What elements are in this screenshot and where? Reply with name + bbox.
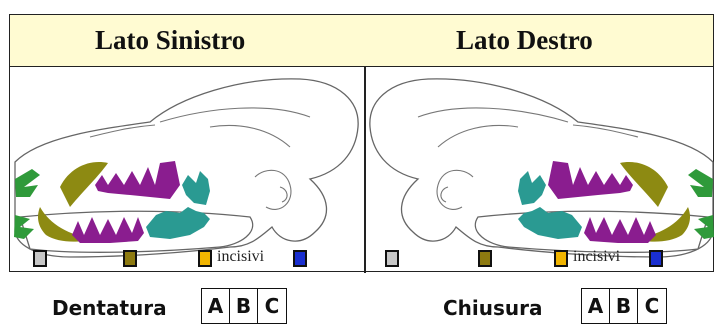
chiusura-group: Chiusura A B C (443, 288, 703, 324)
legend-box-yellow[interactable] (198, 250, 212, 267)
legend-box-gray[interactable] (33, 250, 47, 267)
legend-incisivi-label: incisivi (217, 248, 264, 266)
dentition-panel: Lato Sinistro Lato Destro (9, 14, 714, 272)
legend-box-blue[interactable] (293, 250, 307, 267)
legend-box-gray[interactable] (385, 250, 399, 267)
legend-incisivi-label: incisivi (573, 248, 620, 266)
legend-box-olive[interactable] (478, 250, 492, 267)
title-left-side: Lato Sinistro (95, 25, 245, 56)
dentatura-option-c[interactable]: C (258, 289, 286, 323)
chiusura-options: A B C (581, 288, 667, 324)
chiusura-option-c[interactable]: C (638, 289, 666, 323)
chiusura-option-a[interactable]: A (582, 289, 610, 323)
dentatura-option-b[interactable]: B (230, 289, 258, 323)
legend-box-olive[interactable] (123, 250, 137, 267)
legend-right: incisivi (366, 250, 715, 268)
dentatura-option-a[interactable]: A (202, 289, 230, 323)
chiusura-label: Chiusura (443, 296, 543, 320)
legend-box-yellow[interactable] (554, 250, 568, 267)
legend-left: incisivi (10, 250, 364, 268)
legend-box-blue[interactable] (649, 250, 663, 267)
panel-header: Lato Sinistro Lato Destro (10, 15, 713, 67)
chiusura-option-b[interactable]: B (610, 289, 638, 323)
dentatura-group: Dentatura A B C (52, 288, 312, 324)
skull-left-diagram (10, 67, 362, 273)
dentatura-label: Dentatura (52, 296, 167, 320)
dentatura-options: A B C (201, 288, 287, 324)
skull-right-diagram (366, 67, 718, 273)
title-right-side: Lato Destro (456, 25, 593, 56)
